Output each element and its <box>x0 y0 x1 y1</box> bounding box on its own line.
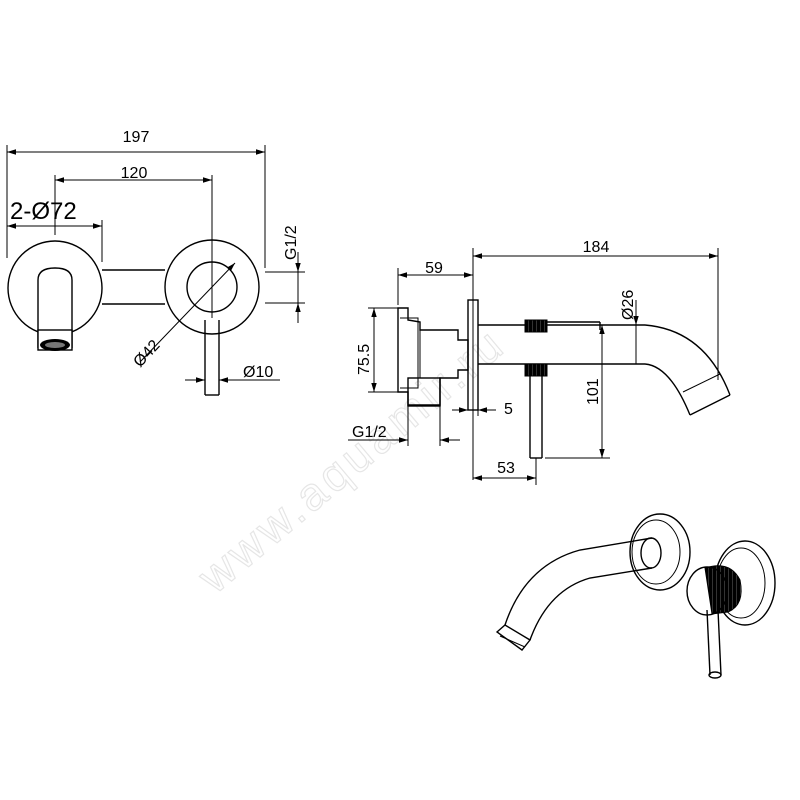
persp-spout-base <box>640 537 662 569</box>
dim-53-label: 53 <box>497 460 515 477</box>
aerator-inner <box>45 342 65 348</box>
dim-197-label: 197 <box>123 129 150 146</box>
handle-knob <box>186 261 238 313</box>
spout-curve-outer <box>644 324 731 396</box>
dim-72-label: 2-Ø72 <box>10 198 77 225</box>
dim-10-label: Ø10 <box>243 364 273 381</box>
side-view: 59 184 75.5 G1/2 5 <box>348 239 731 485</box>
spout-body <box>37 267 73 298</box>
persp-spout-outlet <box>495 624 532 651</box>
dim-101-label: 101 <box>585 378 602 405</box>
persp-lever-left <box>706 609 711 676</box>
dim-5-label: 5 <box>504 401 513 418</box>
persp-handle-knurl <box>704 565 742 615</box>
handle-flange <box>164 239 260 335</box>
perspective-view <box>495 513 776 679</box>
front-view: 197 120 2-Ø72 Ø42 Ø10 <box>6 129 305 396</box>
spout-tip <box>689 394 731 416</box>
dim-26-label: Ø26 <box>620 290 637 320</box>
persp-lever-right <box>717 609 722 676</box>
watermark-text: www.aquamir.ru <box>187 316 515 603</box>
persp-spout-bottom <box>529 567 653 641</box>
spout-curve-inner <box>644 363 691 416</box>
persp-lever-end <box>708 671 722 679</box>
handle-knurl-bottom <box>524 363 548 377</box>
persp-aerator-line <box>499 635 526 648</box>
valve-body-inner <box>400 317 419 389</box>
inlet-nipple <box>407 377 441 407</box>
dim-755-label: 75.5 <box>356 344 373 375</box>
dim-line-42 <box>139 262 236 363</box>
dim-g12-front-label: G1/2 <box>283 225 300 260</box>
dim-120-label: 120 <box>121 165 148 182</box>
dim-g12-side-label: G1/2 <box>352 424 387 441</box>
dim-59-label: 59 <box>425 260 443 277</box>
persp-spout-top <box>504 537 653 626</box>
persp-spout-flange-inner <box>631 519 681 585</box>
handle-knurl-top <box>524 319 548 333</box>
spout-flange <box>7 240 103 336</box>
persp-spout-flange <box>629 513 691 591</box>
dim-184-label: 184 <box>583 239 610 256</box>
spout-aerator-line <box>682 373 721 393</box>
